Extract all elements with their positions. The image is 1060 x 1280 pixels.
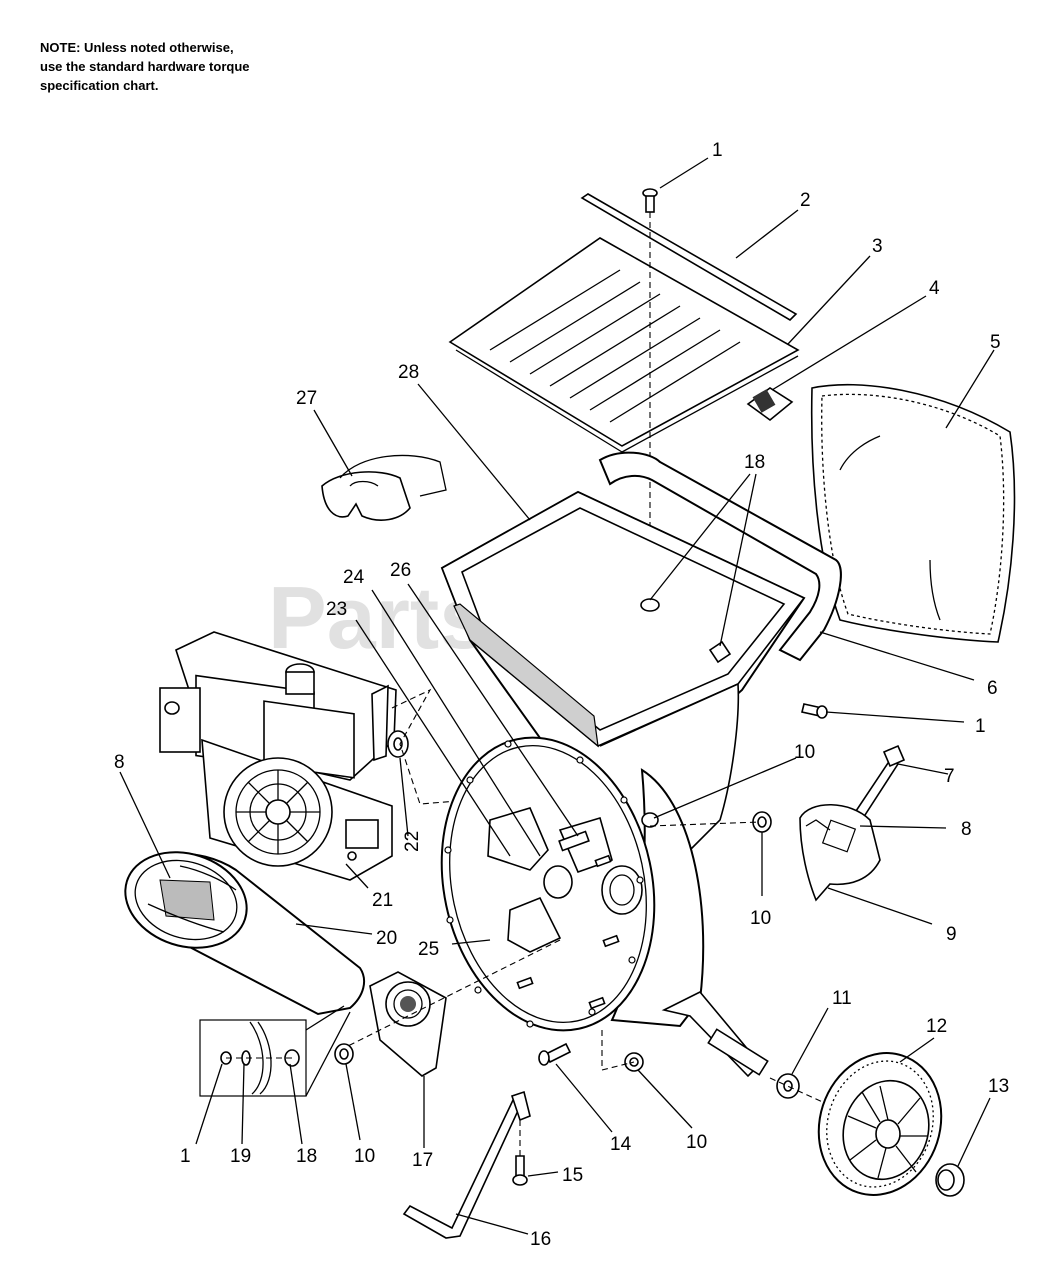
callout-labels: 1 2 3 4 5 28 27 18 24 26 23 6 1 10 7 8 8… <box>114 140 1009 1250</box>
detail-inset <box>199 1005 351 1097</box>
part-safety-glasses <box>321 454 447 521</box>
callout-10-b: 10 <box>750 908 771 929</box>
callout-6: 6 <box>987 678 998 699</box>
callout-12: 12 <box>926 1016 947 1037</box>
part-screw-right <box>801 703 828 719</box>
note-line-3: specification chart. <box>40 78 159 93</box>
part-handle <box>402 1090 531 1239</box>
callout-20: 20 <box>376 928 397 949</box>
callout-8-left: 8 <box>114 752 125 773</box>
part-deflector <box>746 387 794 422</box>
callout-1-top: 1 <box>712 140 723 161</box>
assembly-line-bracket <box>339 939 561 1051</box>
callout-14: 14 <box>610 1134 632 1155</box>
callout-10-a: 10 <box>794 742 815 763</box>
part-nut-10-d <box>334 1043 354 1065</box>
torque-note: NOTE: Unless noted otherwise, use the st… <box>40 38 250 95</box>
callout-9: 9 <box>946 924 957 945</box>
callout-2: 2 <box>800 190 811 211</box>
assembly-line-housing <box>649 821 761 827</box>
callout-25: 25 <box>418 939 439 960</box>
callout-4: 4 <box>929 278 940 299</box>
callout-7: 7 <box>944 766 955 787</box>
callout-13: 13 <box>988 1076 1009 1097</box>
callout-18-bottom: 18 <box>296 1146 317 1167</box>
callout-1-bottom: 1 <box>180 1146 191 1167</box>
part-chipper-bag <box>810 383 1016 643</box>
callout-19: 19 <box>230 1146 251 1167</box>
part-engine <box>159 631 397 881</box>
part-nut-10-a <box>641 812 659 828</box>
callout-5: 5 <box>990 332 1001 353</box>
part-washer-11 <box>776 1073 800 1099</box>
part-lid-strap <box>580 193 798 322</box>
part-intake-chute <box>124 851 366 1016</box>
callout-21: 21 <box>372 890 393 911</box>
callout-27: 27 <box>296 388 317 409</box>
callout-18-top: 18 <box>744 452 765 473</box>
callout-15: 15 <box>562 1165 583 1186</box>
assembly-line-frame <box>601 1030 635 1071</box>
part-hopper <box>440 451 842 871</box>
part-housing-plate <box>440 736 705 1032</box>
callout-28: 28 <box>398 362 419 383</box>
note-line-1: NOTE: Unless noted otherwise, <box>40 40 234 55</box>
part-wheel <box>817 1052 943 1196</box>
leader-lines <box>119 157 995 1235</box>
callout-17: 17 <box>412 1150 433 1171</box>
callout-26: 26 <box>390 560 411 581</box>
callout-10-c: 10 <box>686 1132 707 1153</box>
callout-22: 22 <box>402 831 423 852</box>
part-washer-22 <box>387 730 409 758</box>
callout-1-right: 1 <box>975 716 986 737</box>
callout-10-d: 10 <box>354 1146 375 1167</box>
callout-23: 23 <box>326 599 347 620</box>
part-bearing-bracket <box>369 971 447 1077</box>
callout-16: 16 <box>530 1229 551 1250</box>
part-hub-cap <box>935 1163 965 1197</box>
part-screw-15 <box>512 1155 528 1186</box>
callout-24: 24 <box>343 567 365 588</box>
part-bolt-14 <box>538 1042 572 1066</box>
part-discharge-chute <box>799 803 881 902</box>
part-hopper-lid <box>448 237 800 453</box>
part-screw-top <box>642 188 658 213</box>
assembly-line-engine <box>391 688 471 805</box>
part-axle-leg <box>661 991 769 1078</box>
callout-3: 3 <box>872 236 883 257</box>
callout-8-right: 8 <box>961 819 972 840</box>
callout-11: 11 <box>832 988 852 1009</box>
note-line-2: use the standard hardware torque <box>40 59 250 74</box>
